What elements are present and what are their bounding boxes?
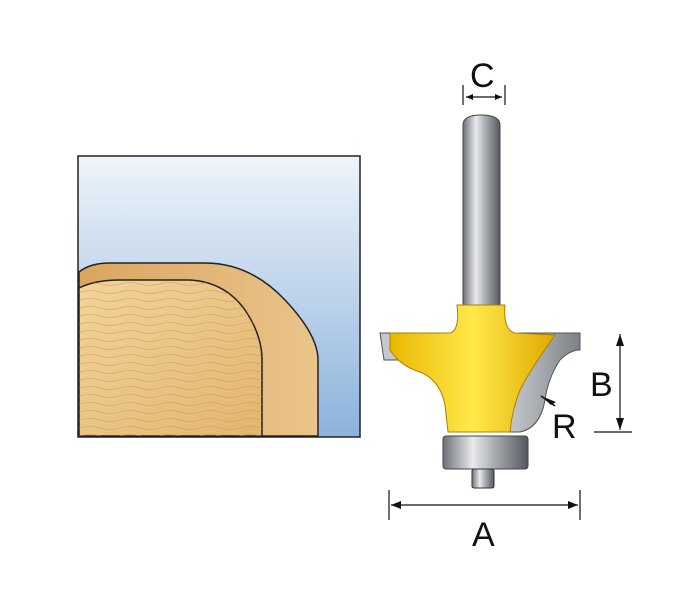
label-c: C bbox=[470, 57, 495, 95]
dimension-r: R bbox=[540, 395, 577, 446]
label-b: B bbox=[590, 366, 613, 404]
label-a: A bbox=[472, 516, 495, 554]
dimension-a: A bbox=[388, 490, 581, 554]
router-bit bbox=[379, 114, 581, 489]
dimension-c: C bbox=[462, 57, 506, 105]
bearing-screw bbox=[471, 468, 495, 489]
dimension-b: B bbox=[590, 334, 632, 433]
cutter-body bbox=[389, 304, 556, 433]
workpiece-illustration bbox=[77, 155, 361, 438]
label-r: R bbox=[552, 408, 577, 446]
bearing bbox=[442, 435, 529, 470]
shank bbox=[462, 114, 501, 316]
